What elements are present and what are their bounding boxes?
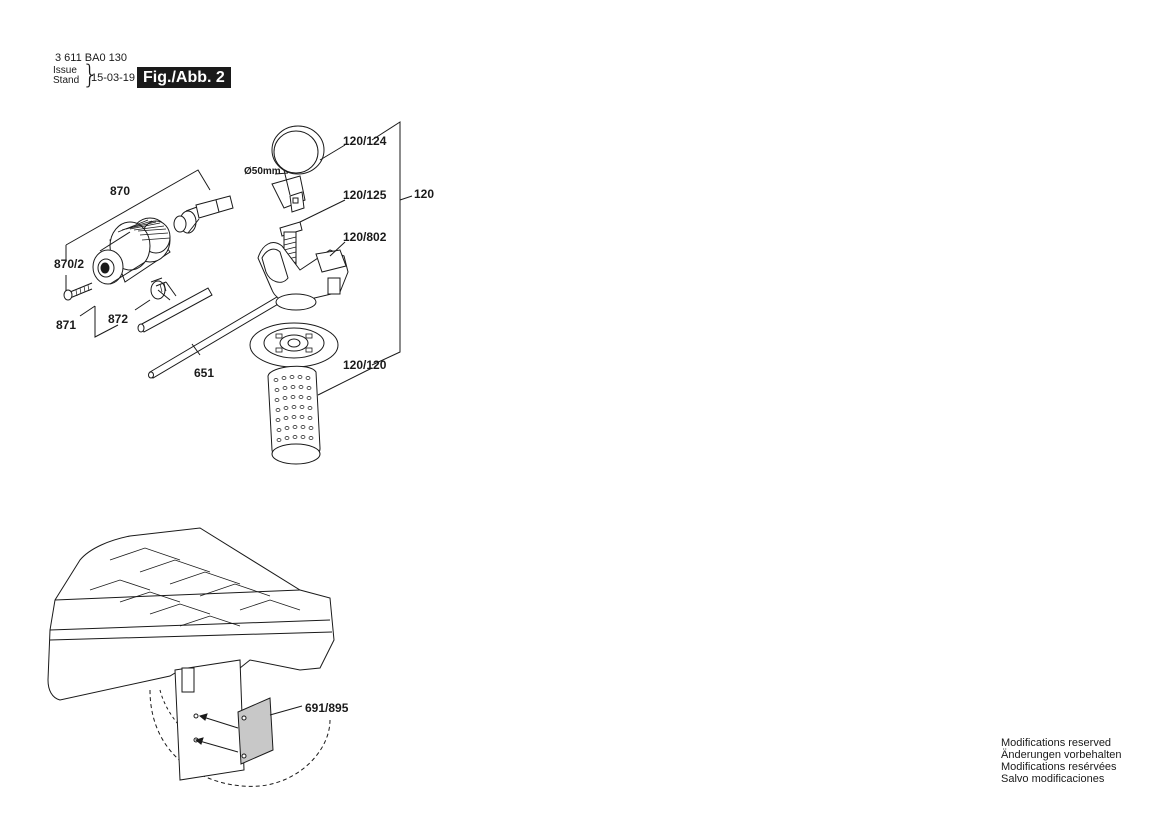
issue-stand-labels: Issue Stand [53, 66, 79, 86]
handle-grip [267, 365, 373, 465]
chuck-screw [63, 282, 93, 301]
grip-texture [273, 375, 314, 442]
handle-head [257, 241, 349, 311]
protective-disc [249, 322, 339, 368]
part-label-870-2: 870/2 [54, 257, 85, 271]
part-label-120-120: 120/120 [343, 358, 387, 372]
part-label-120: 120 [414, 187, 435, 201]
part-label-120-124: 120/124 [343, 134, 387, 148]
issue-date: 15-03-19 [91, 72, 136, 84]
part-label-120-125: 120/125 [343, 188, 387, 202]
figure-label: Fig./Abb. 2 [137, 67, 231, 88]
case-label-plate [237, 697, 274, 765]
carrying-case [47, 527, 335, 787]
footer-line-fr: Modifications resérvées [1001, 761, 1117, 773]
modifications-note: Modifications reserved Änderungen vorbeh… [1001, 737, 1121, 785]
stand-label: Stand [53, 75, 80, 86]
part-label-872: 872 [108, 312, 129, 326]
chuck-group [63, 169, 234, 338]
footer-line-de: Änderungen vorbehalten [1001, 749, 1122, 761]
chuck-key [137, 277, 213, 333]
auxiliary-handle-group [249, 121, 413, 465]
document-number: 3 611 BA0 130 [55, 52, 127, 64]
chuck-adapter [173, 195, 234, 234]
part-label-870: 870 [110, 184, 131, 198]
footer-line-en: Modifications reserved [1001, 737, 1112, 749]
brace-glyph: } [82, 60, 99, 90]
part-label-871: 871 [56, 318, 77, 332]
part-label-651: 651 [194, 366, 215, 380]
part-label-691-895: 691/895 [305, 701, 349, 715]
issue-label: Issue [53, 65, 77, 76]
diameter-label: Ø50mm [244, 166, 281, 177]
footer-line-es: Salvo modificaciones [1001, 773, 1105, 785]
drill-chuck [92, 217, 171, 285]
part-label-120-802: 120/802 [343, 230, 387, 244]
clamping-band [271, 125, 346, 213]
